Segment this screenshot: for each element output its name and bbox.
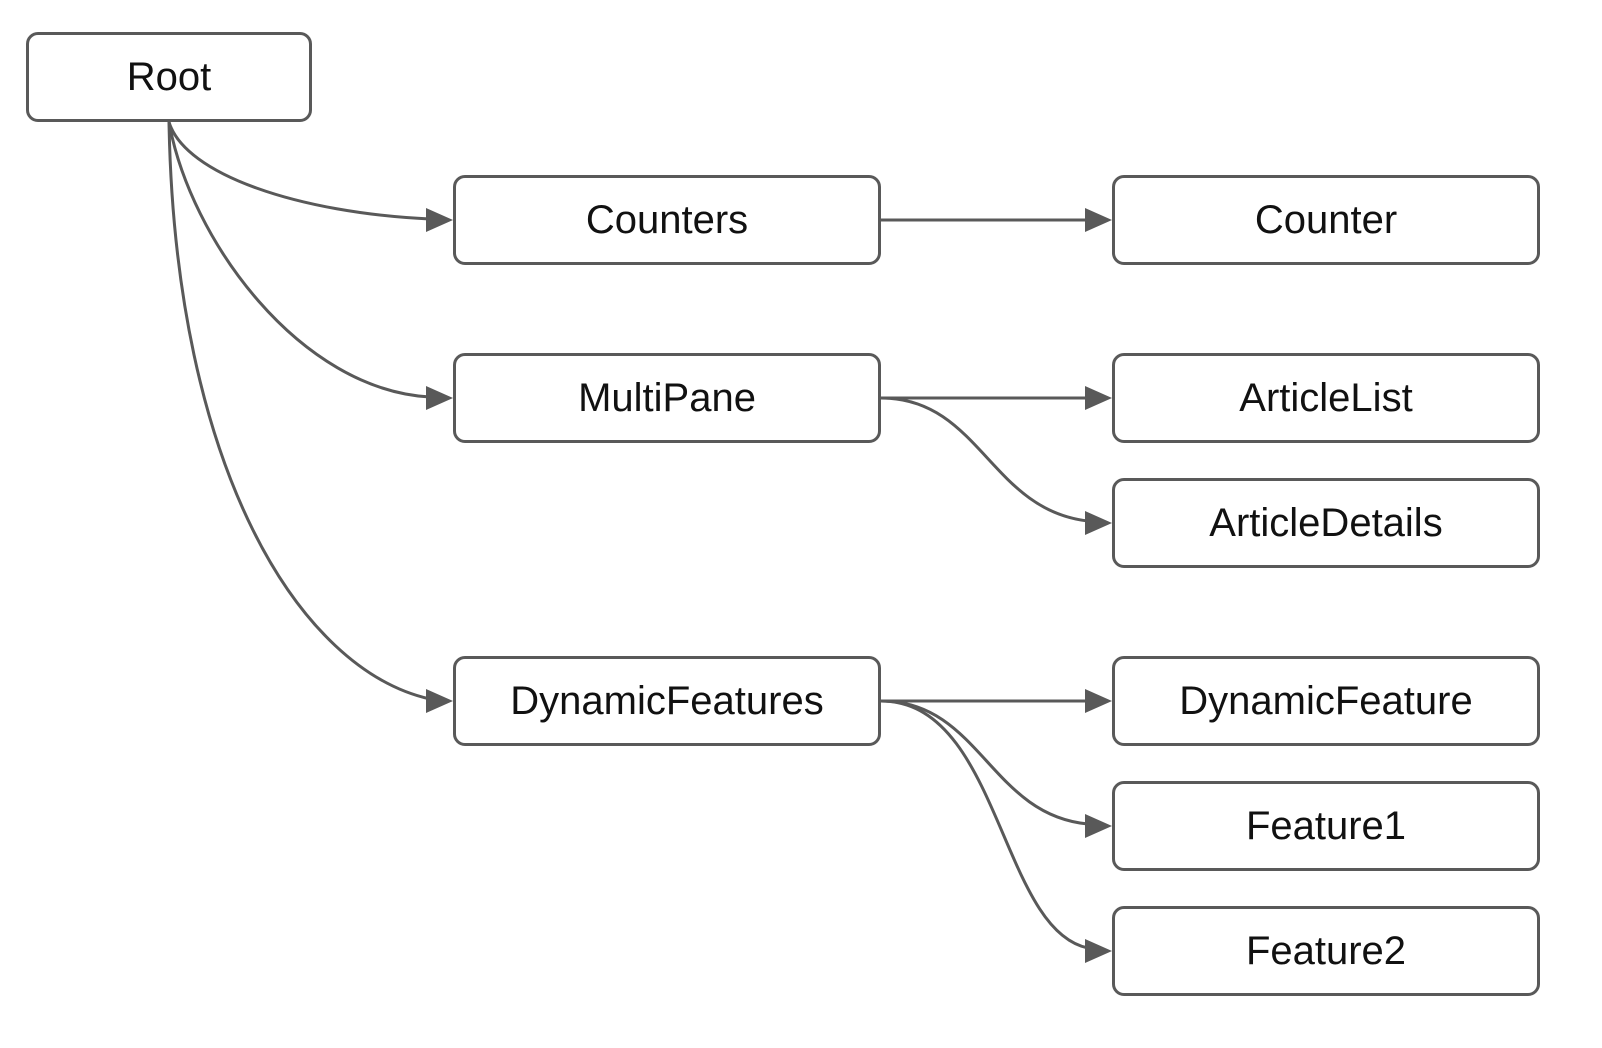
arrowhead-articlelist <box>1085 386 1112 410</box>
node-articlelist: ArticleList <box>1112 353 1540 443</box>
node-feature1-label: Feature1 <box>1245 803 1407 848</box>
node-counters-label: Counters <box>585 197 749 242</box>
node-feature1: Feature1 <box>1112 781 1540 871</box>
node-counter: Counter <box>1112 175 1540 265</box>
arrowhead-multipane <box>426 386 453 410</box>
node-counters: Counters <box>453 175 881 265</box>
arrowhead-counter <box>1085 208 1112 232</box>
node-dynamicfeatures: DynamicFeatures <box>453 656 881 746</box>
arrowhead-feature2 <box>1085 939 1112 963</box>
edge-dynamicfeatures-feature2 <box>880 699 1089 950</box>
node-articledetails-label: ArticleDetails <box>1209 500 1443 545</box>
node-feature2: Feature2 <box>1112 906 1540 996</box>
node-dynamicfeature-label: DynamicFeature <box>1179 678 1473 723</box>
edge-root-counters <box>167 121 431 221</box>
node-articledetails: ArticleDetails <box>1112 478 1540 568</box>
node-dynamicfeatures-label: DynamicFeatures <box>510 678 824 723</box>
arrowhead-articledetails <box>1085 511 1112 535</box>
node-articlelist-label: ArticleList <box>1239 375 1413 420</box>
arrowhead-dynamicfeatures <box>426 689 453 713</box>
node-root-label: Root <box>126 54 212 99</box>
arrowhead-dynamicfeature <box>1085 689 1112 713</box>
node-counter-label: Counter <box>1254 197 1398 242</box>
node-root: Root <box>26 32 312 122</box>
node-dynamicfeature: DynamicFeature <box>1112 656 1540 746</box>
edge-multipane-articledetails <box>880 396 1089 523</box>
edge-dynamicfeatures-feature1 <box>880 699 1089 826</box>
node-feature2-label: Feature2 <box>1245 928 1407 973</box>
node-multipane-label: MultiPane <box>578 375 756 420</box>
node-multipane: MultiPane <box>453 353 881 443</box>
edge-root-multipane <box>167 121 431 399</box>
arrowhead-counters <box>426 208 453 232</box>
arrowhead-feature1 <box>1085 814 1112 838</box>
edge-root-dynamicfeatures <box>167 121 431 701</box>
